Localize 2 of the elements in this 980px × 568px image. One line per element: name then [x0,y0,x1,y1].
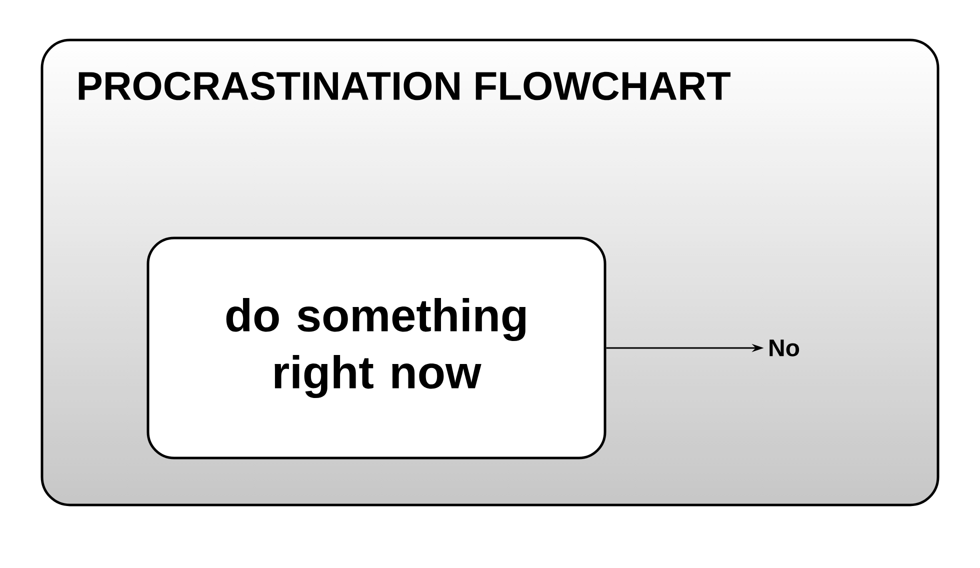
process-box: do something right now [146,236,606,460]
answer-label: No [770,340,800,356]
